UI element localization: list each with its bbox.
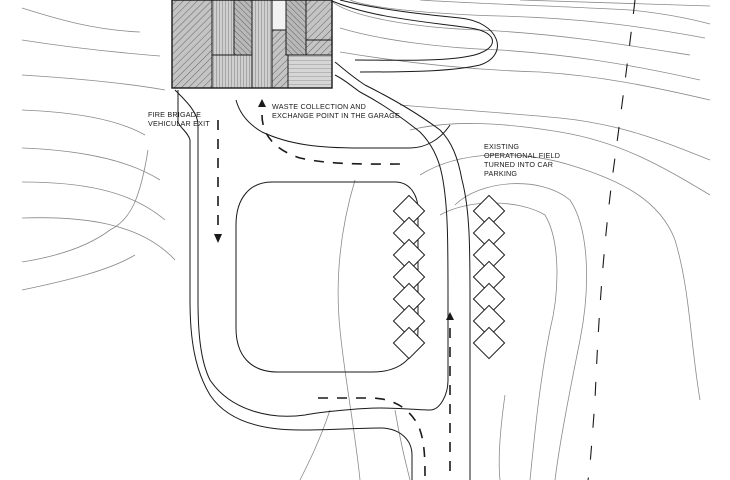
- fire-brigade-exit-label: FIRE BRIGADE VEHICULAR EXIT: [148, 110, 210, 128]
- road-outline: [174, 0, 498, 480]
- parking-stalls-left: [392, 194, 426, 360]
- waste-collection-label: WASTE COLLECTION AND EXCHANGE POINT IN T…: [272, 102, 400, 120]
- parking-stalls-right: [472, 194, 506, 360]
- contour-lines: [21, 0, 711, 480]
- existing-field-label: EXISTING OPERATIONAL FIELD TURNED INTO C…: [484, 142, 561, 178]
- arrow-down-icon: [214, 234, 222, 243]
- site-boundary-line: [587, 0, 636, 480]
- building-footprint: [171, 0, 333, 89]
- arrow-up-icon: [446, 312, 454, 320]
- circulation-paths: [217, 114, 451, 480]
- arrow-up-icon: [258, 99, 266, 107]
